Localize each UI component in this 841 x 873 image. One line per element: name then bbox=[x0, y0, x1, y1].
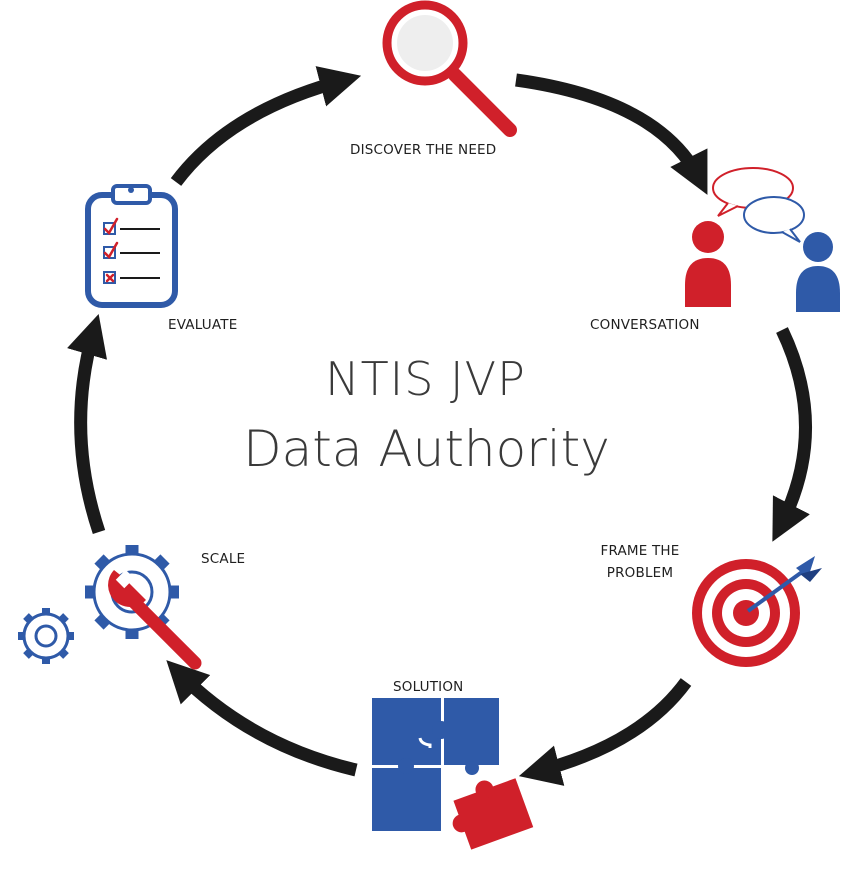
clipboard-checklist-icon bbox=[85, 184, 178, 308]
target-icon bbox=[692, 556, 822, 667]
stage-label-conversation: CONVERSATION bbox=[590, 317, 700, 333]
stage-label-evaluate: EVALUATE bbox=[168, 317, 238, 333]
arrow-frame-to-solution bbox=[518, 678, 692, 786]
arrow-evaluate-to-discover bbox=[170, 66, 362, 186]
stage-label-scale: SCALE bbox=[201, 551, 246, 567]
arrow-scale-to-evaluate bbox=[67, 314, 108, 535]
gears-wrench-icon bbox=[18, 545, 202, 670]
stage-label-discover: DISCOVER THE NEED bbox=[350, 142, 497, 158]
arrow-solution-to-scale bbox=[166, 660, 358, 777]
people-conversation-icon bbox=[685, 167, 840, 312]
diagram-title-line-1: NTIS JVP bbox=[325, 352, 526, 406]
cycle-arrows bbox=[67, 66, 812, 786]
arrow-conversation-to-frame bbox=[772, 327, 812, 542]
stage-label-frame-the-problem: FRAME THE PROBLEM bbox=[595, 540, 685, 584]
stage-label-solution: SOLUTION bbox=[393, 679, 464, 695]
stage-label-frame-line-1: FRAME THE bbox=[600, 543, 680, 559]
stage-label-frame-line-2: PROBLEM bbox=[606, 565, 674, 581]
diagram-title-line-2: Data Authority bbox=[243, 420, 610, 478]
magnifier-icon bbox=[382, 0, 517, 137]
puzzle-icon bbox=[372, 698, 534, 850]
arrow-discover-to-conversation bbox=[515, 73, 708, 195]
